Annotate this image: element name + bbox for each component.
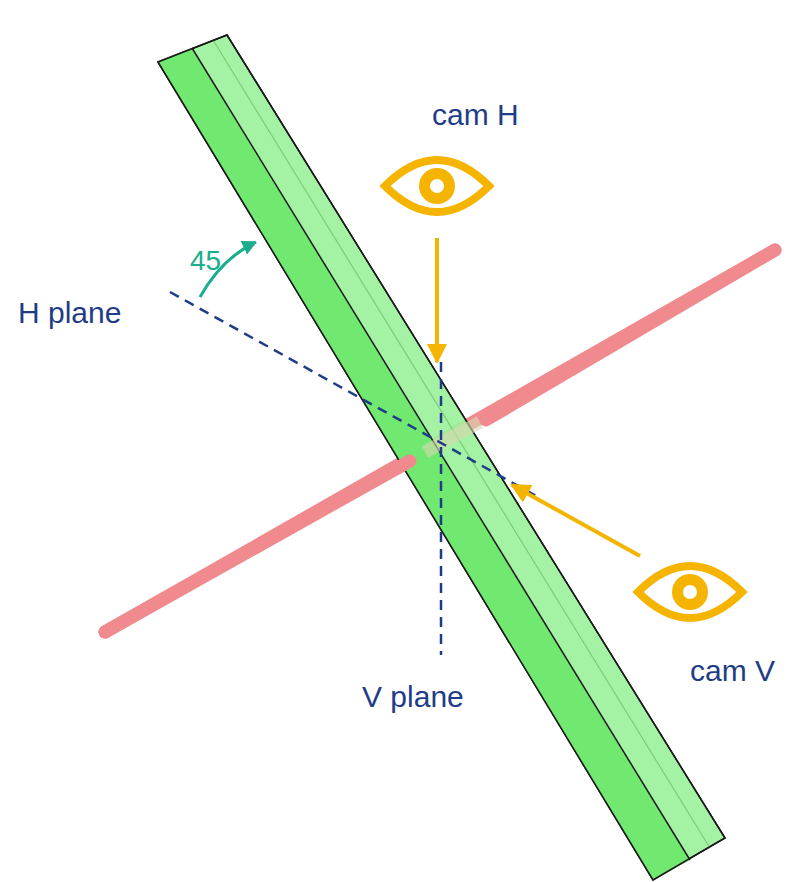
plane-label: V plane — [362, 680, 464, 713]
v-plane-line — [440, 362, 443, 655]
eye-icon — [385, 160, 489, 212]
eye-icon — [638, 566, 742, 618]
rod-front — [105, 461, 410, 632]
rod-inside — [425, 422, 480, 452]
plane-label: H plane — [18, 296, 121, 329]
view-arrow — [512, 485, 640, 556]
view-arrow — [435, 238, 439, 362]
h-plane-line — [170, 292, 538, 497]
slab — [158, 35, 725, 880]
camera-label: cam V — [690, 654, 775, 687]
camera-label: cam H — [432, 98, 519, 131]
angle-label: 45 — [190, 246, 221, 277]
rod-back — [486, 250, 775, 420]
